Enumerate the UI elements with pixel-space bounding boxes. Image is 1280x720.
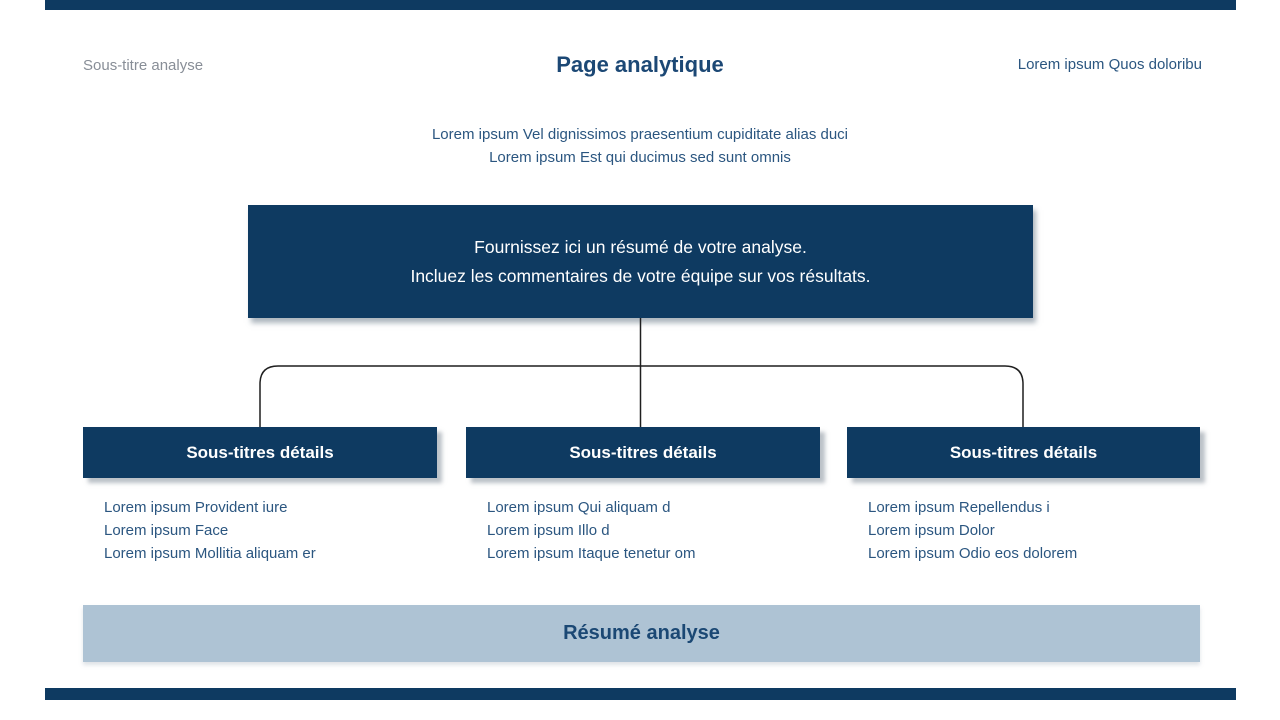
- list-item: Lorem ipsum Repellendus i: [868, 499, 1050, 516]
- detail-column-right: Sous-titres détails Lorem ipsum Repellen…: [847, 427, 1200, 565]
- list-item: Lorem ipsum Provident iure: [104, 499, 288, 516]
- detail-header-left: Sous-titres détails: [83, 427, 437, 478]
- detail-list-middle: Lorem ipsum Qui aliquam d Lorem ipsum Il…: [466, 496, 820, 565]
- slide-subtitle: Sous-titre analyse: [83, 57, 204, 74]
- list-item: Lorem ipsum Dolor: [868, 522, 995, 539]
- connector-branch: [259, 365, 1024, 428]
- top-accent-bar: [45, 0, 1236, 10]
- summary-line-2: Incluez les commentaires de votre équipe…: [410, 265, 871, 286]
- bottom-accent-bar: [45, 688, 1236, 700]
- detail-list-right: Lorem ipsum Repellendus i Lorem ipsum Do…: [847, 496, 1200, 565]
- summary-box: Fournissez ici un résumé de votre analys…: [248, 205, 1033, 318]
- detail-column-left: Sous-titres détails Lorem ipsum Providen…: [83, 427, 437, 565]
- detail-header-right: Sous-titres détails: [847, 427, 1200, 478]
- list-item: Lorem ipsum Qui aliquam d: [487, 499, 671, 516]
- list-item: Lorem ipsum Itaque tenetur om: [487, 545, 696, 562]
- detail-list-left: Lorem ipsum Provident iure Lorem ipsum F…: [83, 496, 437, 565]
- list-item: Lorem ipsum Illo d: [487, 522, 610, 539]
- summary-line-1: Fournissez ici un résumé de votre analys…: [474, 236, 807, 257]
- page-title: Page analytique: [556, 52, 724, 77]
- header-right-text: Lorem ipsum Quos doloribu: [1017, 56, 1202, 73]
- detail-header-middle: Sous-titres détails: [466, 427, 820, 478]
- detail-column-middle: Sous-titres détails Lorem ipsum Qui aliq…: [466, 427, 820, 565]
- intro-text-block: Lorem ipsum Vel dignissimos praesentium …: [0, 123, 1280, 169]
- footer-label: Résumé analyse: [563, 622, 720, 644]
- intro-line-1: Lorem ipsum Vel dignissimos praesentium …: [431, 126, 849, 143]
- intro-line-2: Lorem ipsum Est qui ducimus sed sunt omn…: [489, 149, 791, 166]
- list-item: Lorem ipsum Odio eos dolorem: [868, 545, 1078, 562]
- list-item: Lorem ipsum Mollitia aliquam er: [104, 545, 316, 562]
- summary-footer-bar: Résumé analyse: [83, 605, 1200, 662]
- list-item: Lorem ipsum Face: [104, 522, 229, 539]
